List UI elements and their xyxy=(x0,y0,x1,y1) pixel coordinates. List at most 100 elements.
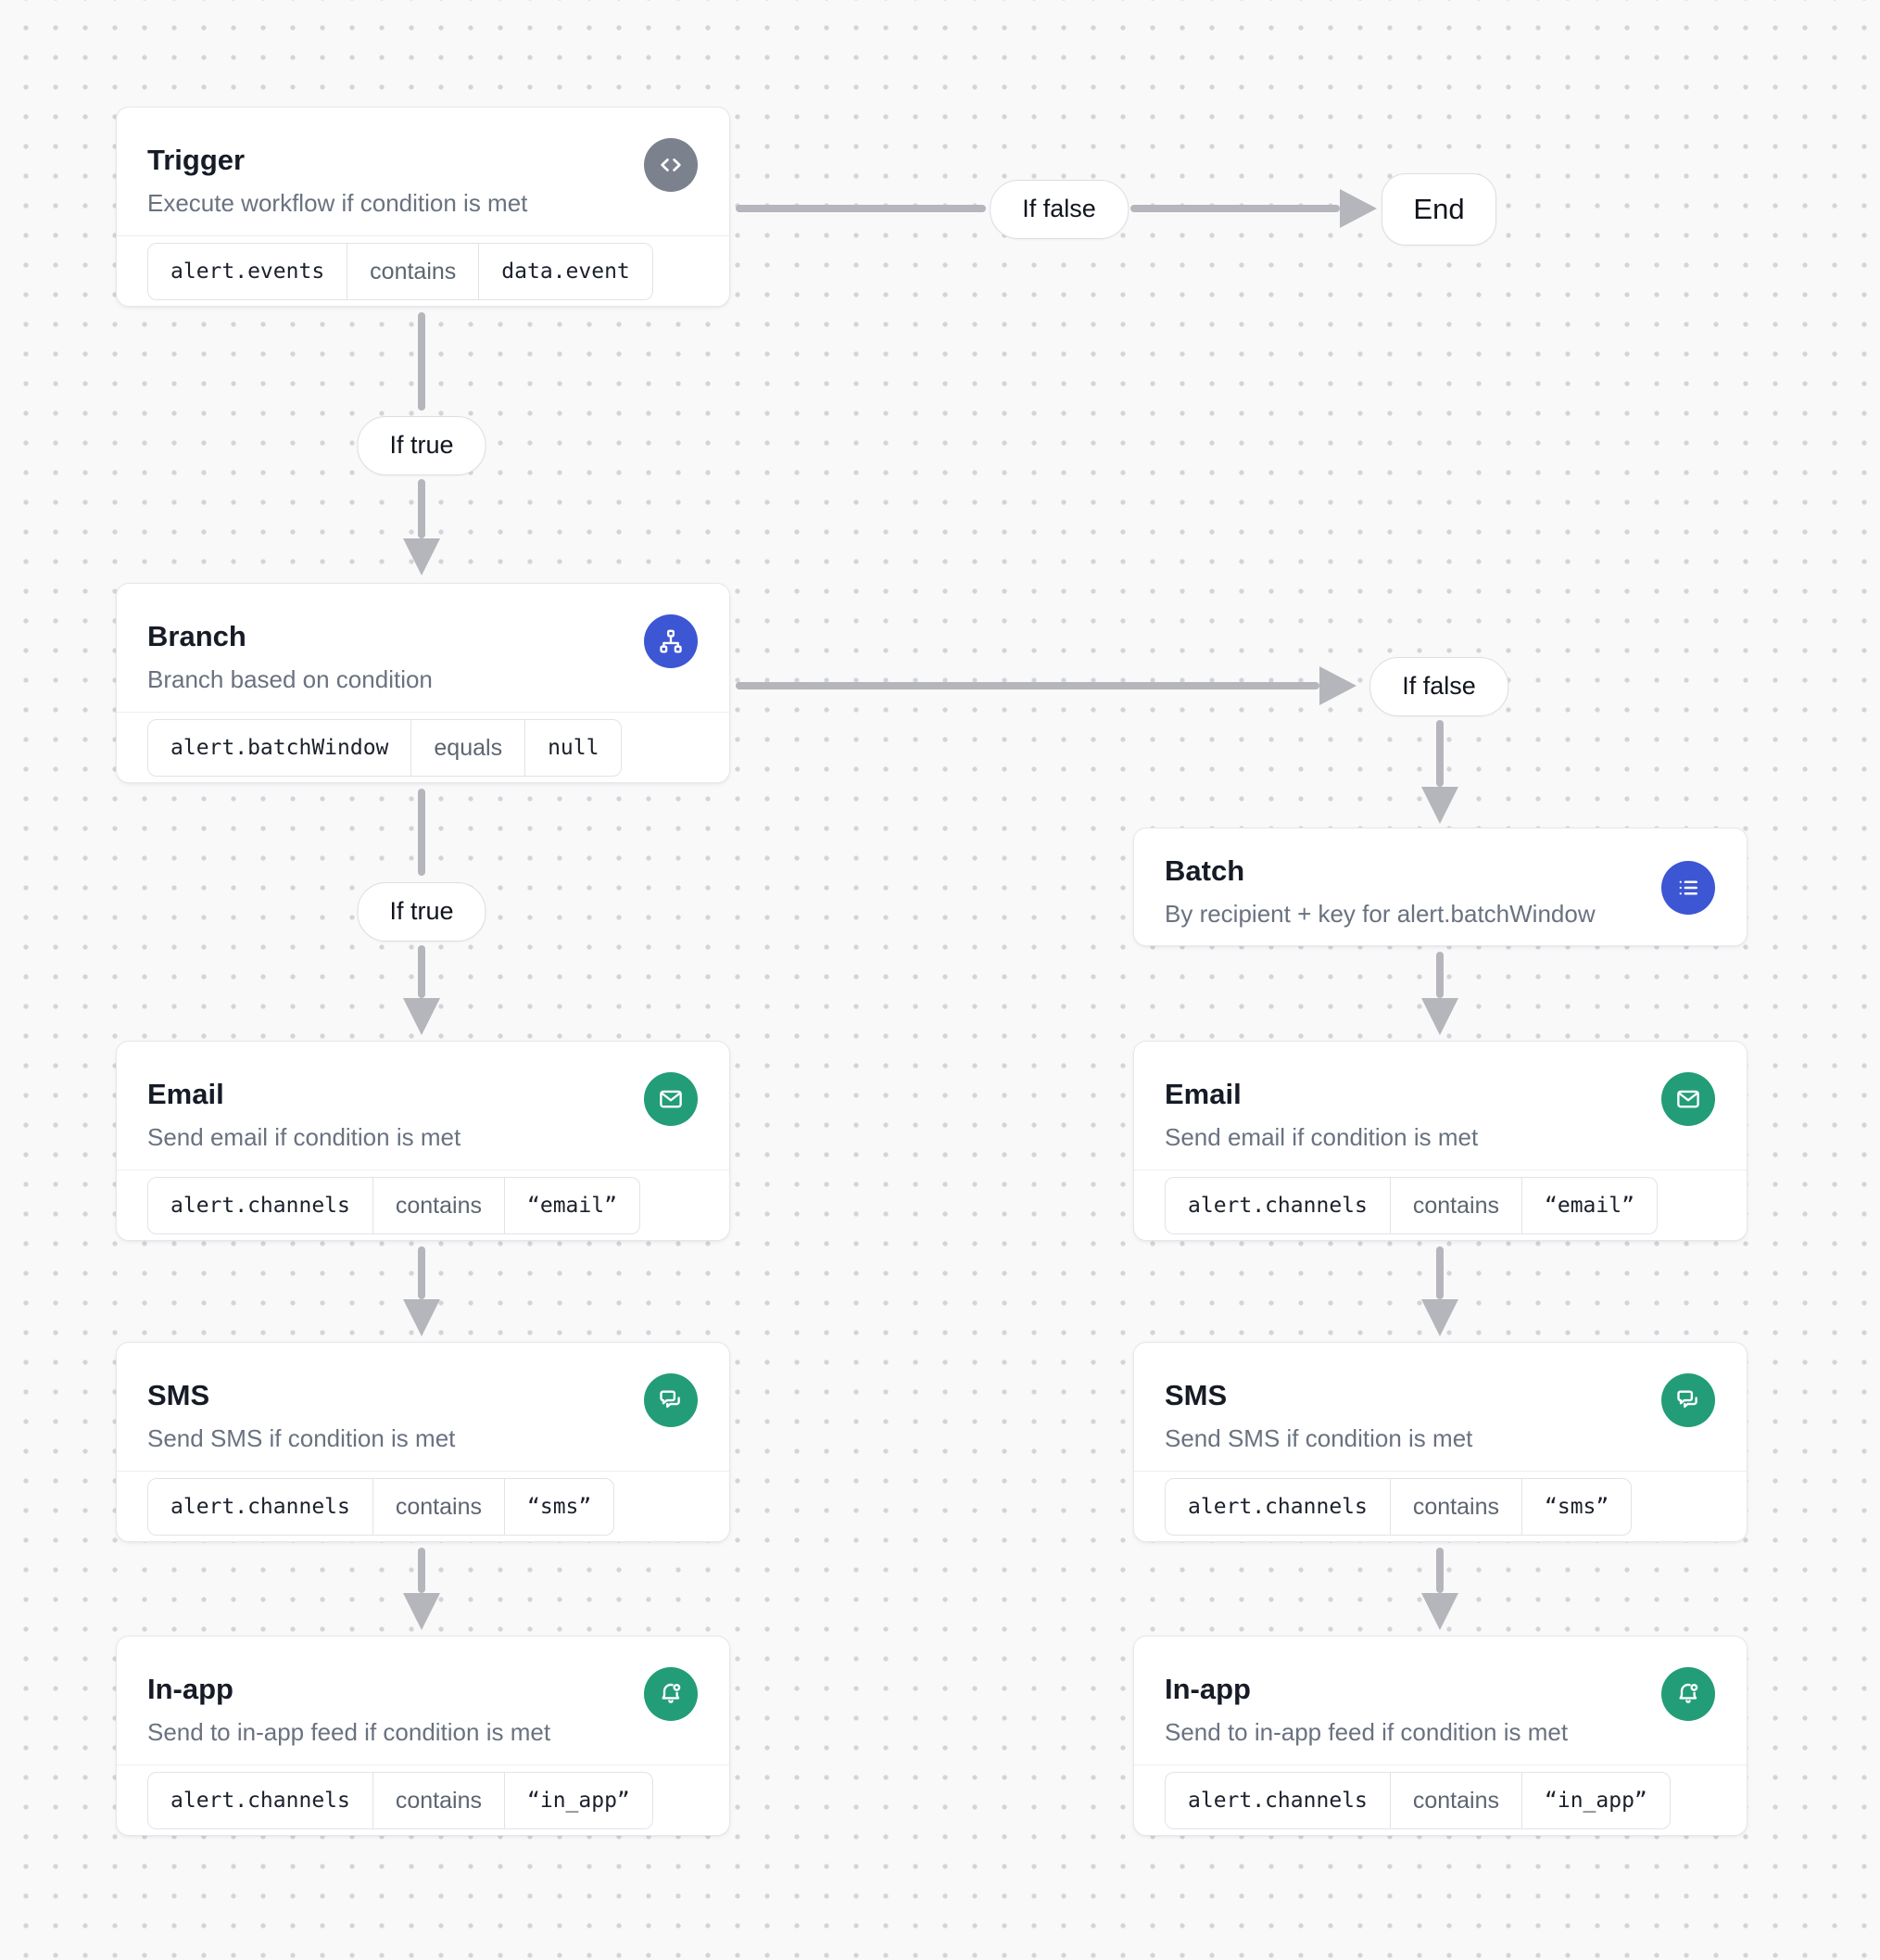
edge-label-if-true-top: If true xyxy=(357,416,486,475)
condition-value: “email” xyxy=(1521,1178,1657,1233)
node-subtitle: Send email if condition is met xyxy=(147,1123,461,1152)
node-subtitle: Send SMS if condition is met xyxy=(1165,1424,1473,1453)
list-icon xyxy=(1661,861,1715,915)
chat-icon xyxy=(644,1373,698,1427)
condition-operator: contains xyxy=(372,1773,504,1828)
edge-label-if-true-branch: If true xyxy=(357,882,486,942)
node-inapp-left[interactable]: In-app Send to in-app feed if condition … xyxy=(116,1636,730,1836)
arrowhead-branch xyxy=(403,538,440,575)
arrowhead-email-right xyxy=(1421,998,1458,1035)
condition-field: alert.channels xyxy=(1188,1495,1368,1519)
node-title: SMS xyxy=(147,1379,210,1411)
node-header: SMS Send SMS if condition is met xyxy=(1134,1343,1747,1471)
node-title: In-app xyxy=(1165,1673,1251,1705)
arrowhead-inapp-right xyxy=(1421,1593,1458,1630)
node-subtitle: Send to in-app feed if condition is met xyxy=(147,1718,551,1747)
edge-trigger-iffalse xyxy=(736,205,986,212)
arrowhead-sms-right xyxy=(1421,1299,1458,1336)
arrowhead-end xyxy=(1340,189,1377,228)
condition-value: “in_app” xyxy=(1521,1773,1670,1828)
node-header: Batch By recipient + key for alert.batch… xyxy=(1134,828,1747,947)
condition-value: data.event xyxy=(478,244,651,299)
node-title: Trigger xyxy=(147,144,246,176)
node-condition-row: alert.channels contains “in_app” xyxy=(117,1764,729,1836)
node-condition-row: alert.channels contains “email” xyxy=(1134,1170,1747,1241)
node-condition-row: alert.events contains data.event xyxy=(117,235,729,307)
node-header: SMS Send SMS if condition is met xyxy=(117,1343,729,1471)
condition-chips: alert.channels contains “in_app” xyxy=(1165,1772,1671,1829)
edge-iffalse-end xyxy=(1130,205,1340,212)
edge-iffalse-batch xyxy=(1436,720,1444,787)
edge-label-if-false-branch: If false xyxy=(1369,657,1508,716)
node-header: Branch Branch based on condition xyxy=(117,584,729,712)
node-condition-row: alert.batchWindow equals null xyxy=(117,712,729,783)
condition-field: alert.channels xyxy=(170,1194,350,1218)
chat-icon xyxy=(1661,1373,1715,1427)
arrowhead-inapp-left xyxy=(403,1593,440,1630)
node-title: Email xyxy=(1165,1078,1242,1110)
bell-icon xyxy=(1661,1667,1715,1721)
condition-field: alert.channels xyxy=(170,1495,350,1519)
node-sms-left[interactable]: SMS Send SMS if condition is met alert.c… xyxy=(116,1342,730,1542)
node-email-left[interactable]: Email Send email if condition is met ale… xyxy=(116,1041,730,1241)
condition-field: alert.channels xyxy=(1188,1789,1368,1813)
mail-icon xyxy=(1661,1072,1715,1126)
node-header: Email Send email if condition is met xyxy=(1134,1042,1747,1170)
edge-trigger-iftrue xyxy=(418,312,425,411)
condition-operator: contains xyxy=(1389,1773,1521,1828)
condition-value: “sms” xyxy=(504,1479,613,1535)
node-header: Email Send email if condition is met xyxy=(117,1042,729,1170)
node-branch[interactable]: Branch Branch based on condition alert.b… xyxy=(116,583,730,783)
condition-chips: alert.channels contains “sms” xyxy=(1165,1478,1633,1536)
node-condition-row: alert.channels contains “in_app” xyxy=(1134,1764,1747,1836)
condition-value: “email” xyxy=(504,1178,639,1233)
condition-chips: alert.events contains data.event xyxy=(147,243,653,300)
edge-iftrue-branch xyxy=(418,479,425,538)
arrowhead-iffalse xyxy=(1319,666,1356,705)
node-condition-row: alert.channels contains “email” xyxy=(117,1170,729,1241)
condition-field: alert.events xyxy=(170,259,325,284)
node-end: End xyxy=(1382,173,1496,246)
edge-email-sms-left xyxy=(418,1246,425,1299)
arrowhead-email-left xyxy=(403,998,440,1035)
condition-value: “sms” xyxy=(1521,1479,1631,1535)
node-email-right[interactable]: Email Send email if condition is met ale… xyxy=(1133,1041,1748,1241)
node-condition-row: alert.channels contains “sms” xyxy=(117,1471,729,1542)
node-condition-row: alert.channels contains “sms” xyxy=(1134,1471,1747,1542)
arrowhead-batch xyxy=(1421,787,1458,824)
node-subtitle: By recipient + key for alert.batchWindow xyxy=(1165,900,1596,929)
edge-email-sms-right xyxy=(1436,1246,1444,1299)
sitemap-icon xyxy=(644,614,698,668)
node-title: Branch xyxy=(147,620,246,652)
condition-chips: alert.channels contains “email” xyxy=(147,1177,640,1234)
node-batch[interactable]: Batch By recipient + key for alert.batch… xyxy=(1133,828,1748,946)
condition-operator: contains xyxy=(1389,1479,1521,1535)
node-title: Batch xyxy=(1165,854,1245,887)
bell-icon xyxy=(644,1667,698,1721)
edge-branch-iffalse xyxy=(736,682,1319,689)
node-inapp-right[interactable]: In-app Send to in-app feed if condition … xyxy=(1133,1636,1748,1836)
condition-chips: alert.channels contains “email” xyxy=(1165,1177,1658,1234)
condition-field: alert.channels xyxy=(1188,1194,1368,1218)
node-trigger[interactable]: Trigger Execute workflow if condition is… xyxy=(116,107,730,307)
edge-batch-email xyxy=(1436,952,1444,998)
condition-chips: alert.channels contains “in_app” xyxy=(147,1772,653,1829)
edge-branch-iftrue xyxy=(418,789,425,876)
node-sms-right[interactable]: SMS Send SMS if condition is met alert.c… xyxy=(1133,1342,1748,1542)
condition-field: alert.channels xyxy=(170,1789,350,1813)
condition-operator: contains xyxy=(372,1479,504,1535)
node-subtitle: Send email if condition is met xyxy=(1165,1123,1479,1152)
condition-operator: contains xyxy=(347,244,478,299)
edge-sms-inapp-right xyxy=(1436,1548,1444,1593)
condition-operator: contains xyxy=(1389,1178,1521,1233)
node-subtitle: Send SMS if condition is met xyxy=(147,1424,456,1453)
condition-operator: equals xyxy=(410,720,524,776)
node-title: Email xyxy=(147,1078,224,1110)
edge-iftrue-email xyxy=(418,945,425,998)
node-subtitle: Branch based on condition xyxy=(147,665,433,694)
code-icon xyxy=(644,138,698,192)
node-header: In-app Send to in-app feed if condition … xyxy=(117,1637,729,1764)
node-subtitle: Execute workflow if condition is met xyxy=(147,189,528,218)
edge-label-if-false-top: If false xyxy=(990,180,1129,239)
node-header: Trigger Execute workflow if condition is… xyxy=(117,107,729,235)
